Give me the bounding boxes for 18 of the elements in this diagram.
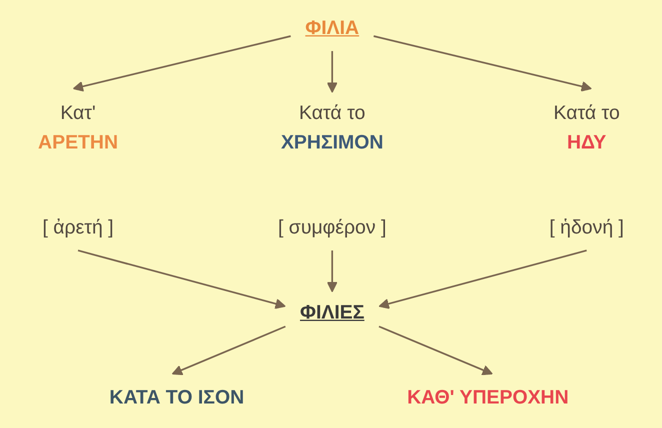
node-text: ΚΑΤΑ ΤΟ ΙΣΟΝ xyxy=(109,388,244,409)
node-text: Κατ' ΑΡΕΤΗΝ xyxy=(38,103,118,154)
arrow xyxy=(373,35,592,92)
arrow xyxy=(78,250,286,309)
node-text: ΚΑΘ' ΥΠΕΡΟΧΗΝ xyxy=(407,388,569,409)
arrow xyxy=(326,51,338,93)
node-text: [ ἀρετή ] xyxy=(42,218,114,238)
arrow xyxy=(378,250,587,309)
arrow xyxy=(378,326,493,376)
node-text: [ ἡδονή ] xyxy=(549,218,624,238)
arrow xyxy=(172,326,286,376)
arrow xyxy=(72,35,291,92)
node-text: ΦΙΛΙΕΣ xyxy=(300,302,364,324)
node-text: [ συμφέρον ] xyxy=(278,218,386,238)
node-text: ΦΙΛΙΑ xyxy=(305,18,360,39)
node-text: Κατά το ΧΡΗΣΙΜΟΝ xyxy=(280,103,384,154)
node-text: Κατά το ΗΔΥ xyxy=(553,103,620,154)
arrow xyxy=(326,250,338,292)
